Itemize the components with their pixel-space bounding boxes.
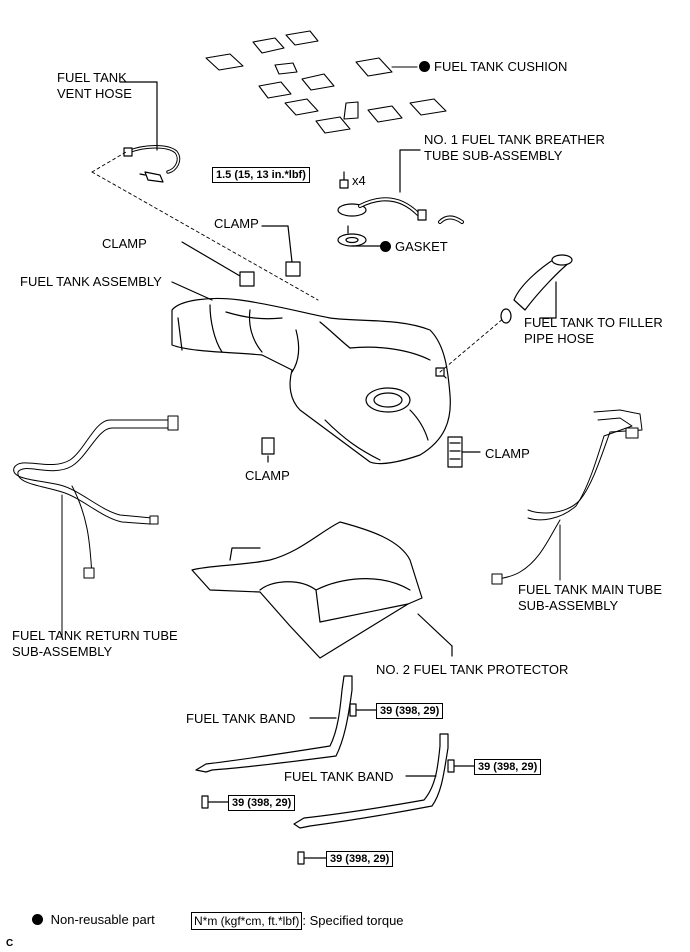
band-torque-box-4: 39 (398, 29) xyxy=(326,851,394,867)
gasket-label: GASKET xyxy=(380,239,448,255)
legend-dot-icon xyxy=(32,914,43,925)
fuel-tank-band-upper-label: FUEL TANK BAND xyxy=(186,711,296,726)
clamp-right-label: CLAMP xyxy=(485,446,530,461)
non-reusable-dot-icon xyxy=(419,61,430,72)
protector-label: NO. 2 FUEL TANK PROTECTOR xyxy=(376,662,569,677)
x4-label: x4 xyxy=(352,173,366,188)
breather-tube-assembly xyxy=(337,149,464,247)
fuel-tank-protector xyxy=(191,521,453,659)
legend-torque-unit-box: N*m (kgf*cm, ft.*lbf) xyxy=(191,912,303,930)
fuel-tank-assembly-label: FUEL TANK ASSEMBLY xyxy=(20,274,162,289)
filler-pipe-hose xyxy=(439,254,573,373)
band-torque-box-3: 39 (398, 29) xyxy=(228,795,296,811)
legend: Non-reusable part xyxy=(32,912,155,928)
legend-non-reusable: Non-reusable part xyxy=(50,912,155,927)
legend-torque: N*m (kgf*cm, ft.*lbf): Specified torque xyxy=(191,912,404,930)
fuel-tank-vent-hose xyxy=(119,81,181,183)
return-tube xyxy=(13,415,179,637)
clamp-parts xyxy=(181,225,481,468)
clamp-lower-label: CLAMP xyxy=(245,468,290,483)
fuel-tank-body xyxy=(171,281,451,465)
fuel-tank-cushions xyxy=(205,30,447,134)
breather-torque-box: 1.5 (15, 13 in.*lbf) xyxy=(212,167,310,183)
band-torque-box-1: 39 (398, 29) xyxy=(376,703,444,719)
fuel-tank-band-lower-label: FUEL TANK BAND xyxy=(284,769,394,784)
band-bolts xyxy=(201,703,455,865)
band-torque-box-2: 39 (398, 29) xyxy=(474,759,542,775)
fuel-tank-bands xyxy=(195,675,475,859)
main-tube xyxy=(491,409,643,585)
corner-mark: C xyxy=(6,938,14,949)
non-reusable-dot-icon xyxy=(380,241,391,252)
clamp-upper-label: CLAMP xyxy=(214,216,259,231)
clamp-left-label: CLAMP xyxy=(102,236,147,251)
legend-specified-torque: : Specified torque xyxy=(302,913,404,928)
fuel-tank-cushion-label: FUEL TANK CUSHION xyxy=(419,59,567,75)
